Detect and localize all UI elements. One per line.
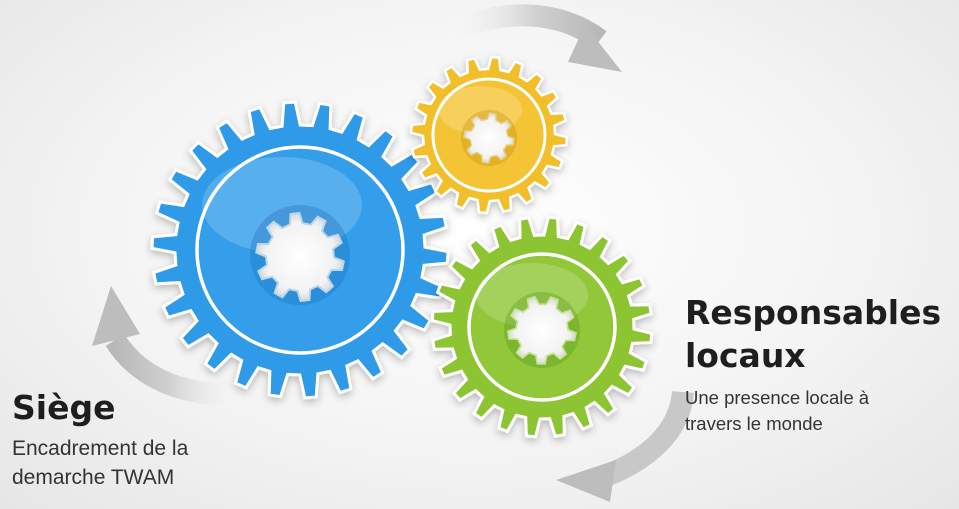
responsables-title-line1: Responsables — [685, 293, 942, 332]
top-arrow — [434, 4, 622, 72]
responsables-description: Une presence locale à travers le monde — [685, 385, 941, 437]
responsables-block: Responsables locaux Une presence locale … — [685, 291, 941, 437]
siege-title: Siège — [12, 388, 116, 427]
blue-gear — [150, 100, 450, 400]
siege-desc-line1: Encadrement de la — [12, 437, 189, 460]
responsables-desc-line2: travers le monde — [685, 413, 823, 434]
siege-block: Siège Encadrement de la demarche TWAM — [12, 388, 188, 492]
yellow-gear — [409, 55, 569, 215]
green-gear — [430, 215, 654, 439]
siege-description: Encadrement de la demarche TWAM — [12, 434, 188, 492]
siege-desc-line2: demarche TWAM — [12, 466, 175, 489]
responsables-desc-line1: Une presence locale à — [685, 387, 870, 408]
responsables-title: Responsables locaux — [685, 291, 941, 377]
bottom-arrow — [556, 390, 694, 502]
left-arrow — [92, 286, 252, 405]
responsables-title-line2: locaux — [685, 336, 806, 375]
